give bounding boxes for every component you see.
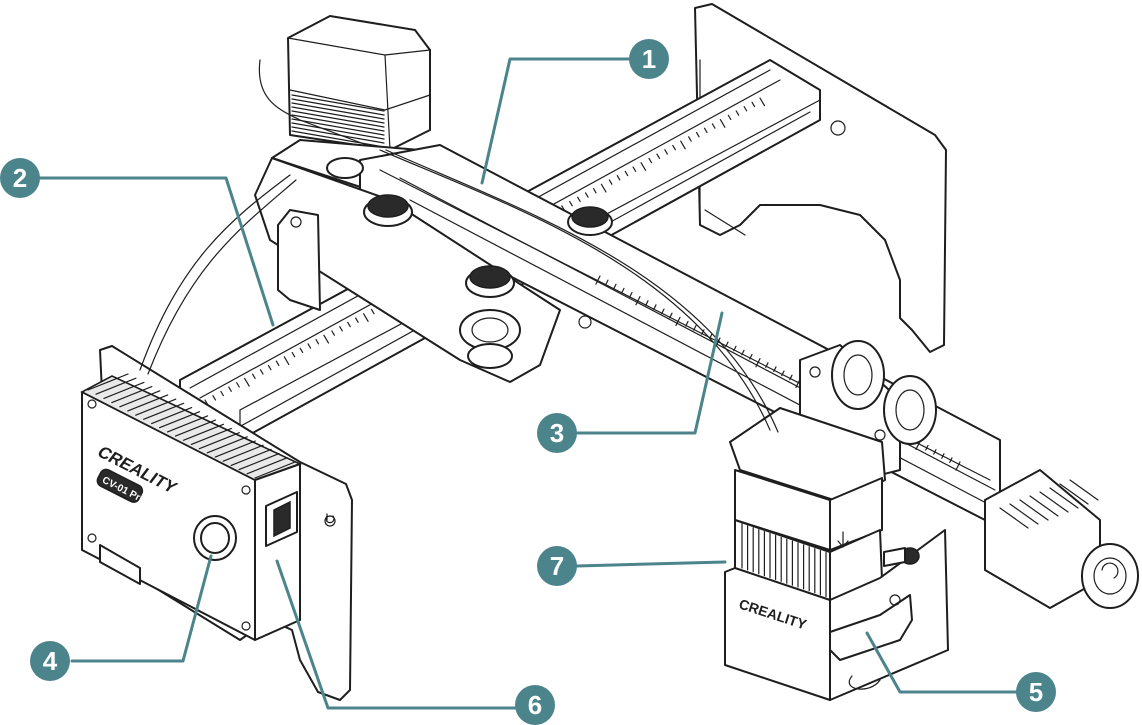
power-button[interactable] xyxy=(193,515,237,561)
thumb-nuts xyxy=(326,157,613,369)
callout-4-number: 4 xyxy=(43,646,58,676)
heat-sink-fins xyxy=(87,373,296,479)
callout-2-number: 2 xyxy=(13,163,27,193)
focus-knob[interactable] xyxy=(883,547,920,567)
callouts: 1 2 3 4 5 6 7 xyxy=(0,39,1056,725)
callout-5: 5 xyxy=(1016,672,1056,712)
belt-tensioner xyxy=(984,469,1139,609)
callout-7: 7 xyxy=(537,546,577,586)
callout-6-number: 6 xyxy=(528,690,542,720)
laser-module: CREALITY xyxy=(724,407,949,701)
arrow-down-icon xyxy=(837,531,849,548)
callout-2: 2 xyxy=(0,158,40,198)
callout-1-number: 1 xyxy=(642,44,656,74)
power-icon xyxy=(325,515,335,524)
callout-6: 6 xyxy=(515,685,555,725)
callout-4: 4 xyxy=(30,641,70,681)
focus-lever[interactable] xyxy=(829,594,913,690)
callout-1: 1 xyxy=(629,39,669,79)
power-switch[interactable] xyxy=(265,491,298,547)
x-stepper-motor xyxy=(258,15,431,151)
callout-5-number: 5 xyxy=(1029,677,1043,707)
rocker-switch-icon xyxy=(273,500,291,538)
control-box: CREALITY CV-01 Pro xyxy=(80,373,335,641)
callout-3-number: 3 xyxy=(550,418,564,448)
laser-heat-sink xyxy=(741,523,827,598)
cables xyxy=(139,149,779,433)
motor-ribs xyxy=(291,94,385,148)
callout-3: 3 xyxy=(537,413,577,453)
callout-7-number: 7 xyxy=(550,551,564,581)
